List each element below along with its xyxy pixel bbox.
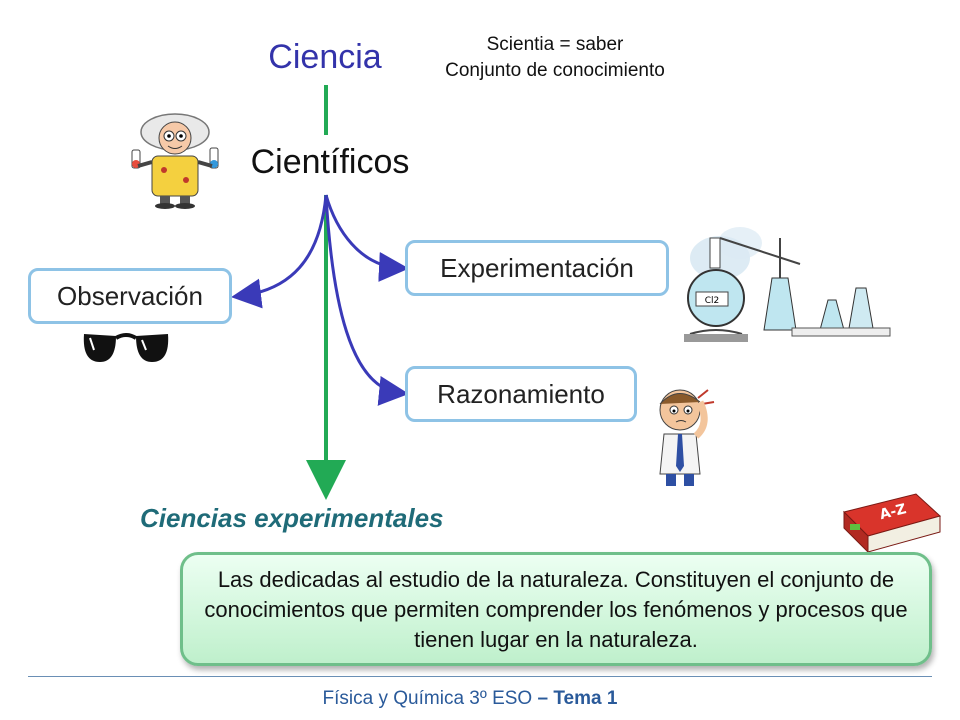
razonamiento-box: Razonamiento (405, 366, 637, 422)
footer-course: Física y Química 3º ESO (322, 688, 533, 709)
section-heading: Ciencias experimentales (140, 503, 444, 533)
observacion-box: Observación (28, 268, 232, 324)
glasses-icon (83, 333, 169, 362)
experimentacion-box: Experimentación (405, 240, 669, 296)
cientificos-label: Científicos (250, 143, 410, 181)
flask-label: Cl2 (705, 296, 720, 306)
definition-text: Las dedicadas al estudio de la naturalez… (204, 567, 908, 652)
footer-tema: Tema 1 (553, 688, 618, 709)
arrow-to-experimentacion (324, 194, 409, 282)
lab-equipment-icon: Cl2 (684, 227, 891, 342)
arrow-to-razonamiento (324, 194, 409, 406)
etymology-line-1: Scientia = saber (486, 34, 624, 55)
book-icon: A-Z (843, 493, 942, 554)
scientist-icon (131, 113, 219, 209)
thinking-boy-icon (659, 389, 715, 486)
etymology-note: Scientia = saber Conjunto de conocimient… (400, 32, 710, 84)
footer-divider (28, 676, 932, 677)
footer-separator: – (537, 688, 549, 709)
footer: Física y Química 3º ESO – Tema 1 (0, 688, 940, 710)
page-title: Ciencia (268, 38, 382, 76)
definition-box: Las dedicadas al estudio de la naturalez… (180, 552, 932, 666)
arrow-to-observacion (231, 194, 328, 309)
etymology-line-2: Conjunto de conocimiento (445, 60, 665, 81)
book-label: A-Z (878, 501, 908, 523)
